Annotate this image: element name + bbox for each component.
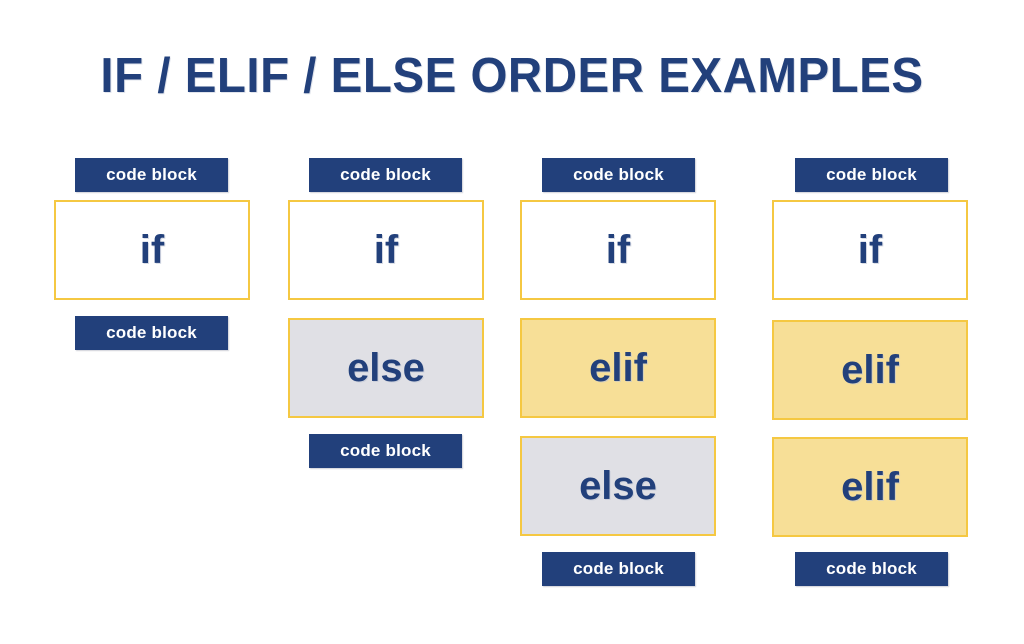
keyword-box-if[interactable]: if [772, 200, 968, 300]
keyword-box-elif[interactable]: elif [520, 318, 716, 418]
keyword-box-if[interactable]: if [520, 200, 716, 300]
keyword-box-else[interactable]: else [288, 318, 484, 418]
code-block-badge-bottom: code block [542, 552, 695, 586]
keyword-box-if[interactable]: if [288, 200, 484, 300]
code-block-badge-bottom: code block [795, 552, 948, 586]
keyword-box-elif-2[interactable]: elif [772, 437, 968, 537]
code-block-badge-top: code block [542, 158, 695, 192]
code-block-badge-top: code block [75, 158, 228, 192]
keyword-box-if[interactable]: if [54, 200, 250, 300]
code-block-badge-top: code block [309, 158, 462, 192]
keyword-box-else[interactable]: else [520, 436, 716, 536]
page-title: IF / ELIF / ELSE ORDER EXAMPLES [100, 49, 924, 103]
keyword-box-elif-1[interactable]: elif [772, 320, 968, 420]
code-block-badge-top: code block [795, 158, 948, 192]
code-block-badge-bottom: code block [75, 316, 228, 350]
code-block-badge-bottom: code block [309, 434, 462, 468]
